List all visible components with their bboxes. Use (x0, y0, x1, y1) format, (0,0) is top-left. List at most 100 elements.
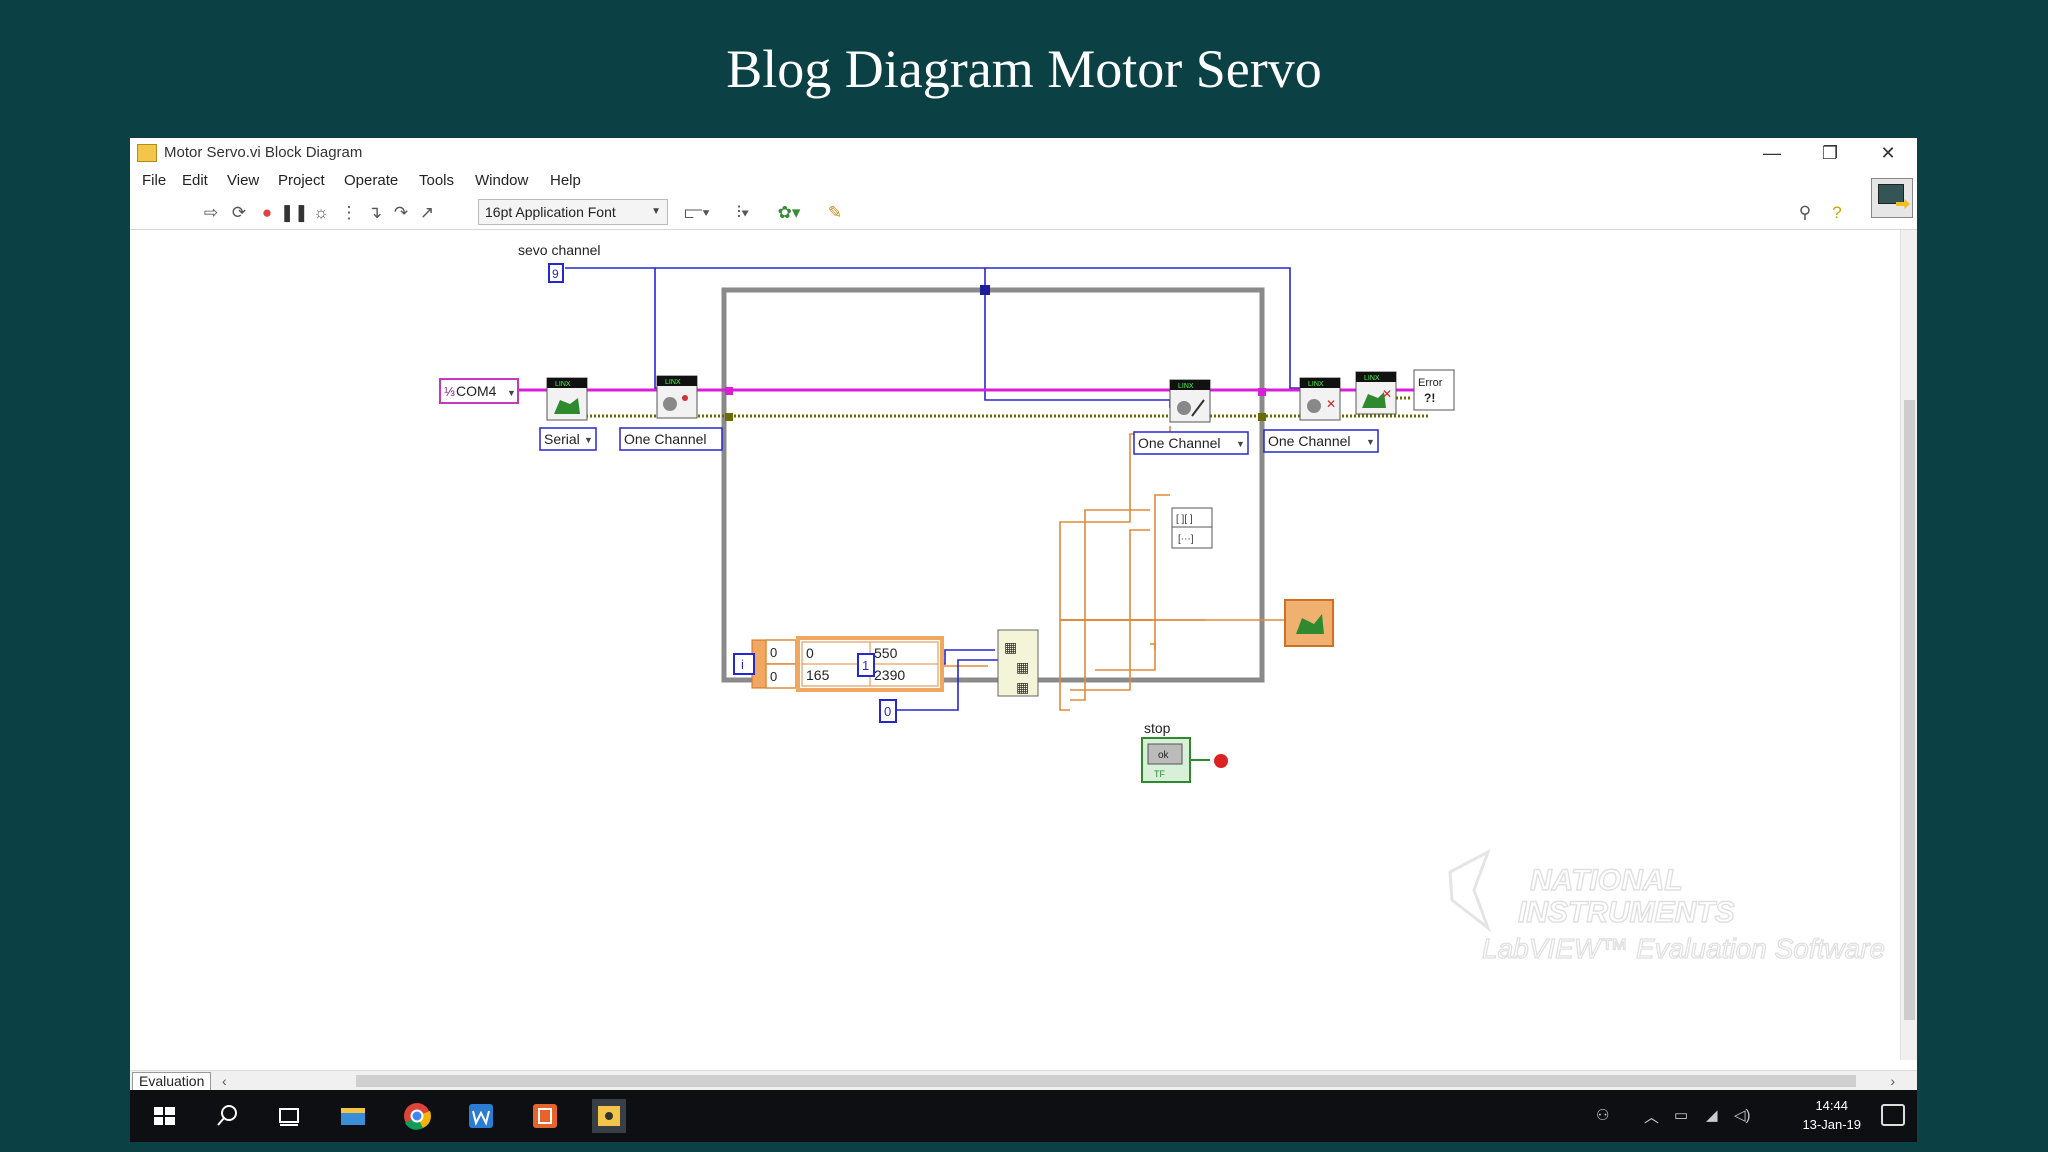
chevron-down-icon: ▼ (1366, 437, 1375, 447)
labview-taskbar-icon[interactable] (592, 1099, 626, 1133)
array-to-indicator-wire (1060, 619, 1310, 621)
search-icon[interactable]: ⚲ (1798, 203, 1812, 222)
block-diagram[interactable]: NATIONAL INSTRUMENTS LabVIEW™ Evaluation… (130, 230, 1900, 1070)
menu-window[interactable]: Window (475, 172, 529, 189)
array-cell-1: 550 (874, 645, 898, 661)
run-continuous-icon[interactable]: ⟳ (231, 203, 247, 222)
linx-servo-write-node[interactable]: LINX (1169, 379, 1211, 423)
index-constant-0-value: 0 (884, 704, 891, 719)
align-icon[interactable]: ⫍▾ (684, 203, 710, 222)
battery-icon[interactable]: ▭ (1674, 1107, 1689, 1124)
evaluation-tab[interactable]: Evaluation (132, 1072, 212, 1090)
array-cell-3: 2390 (874, 667, 905, 683)
reorder-icon[interactable]: ✿▾ (777, 203, 801, 222)
pulse-width-array-constant[interactable]: 0 0 0 550 165 2390 (751, 636, 944, 692)
chevron-up-icon[interactable]: ︿ (1644, 1109, 1660, 1126)
simple-error-handler-node[interactable]: Error ?! (1413, 369, 1455, 411)
menu-edit[interactable]: Edit (182, 172, 208, 189)
bundle-icon: [ ][ ] (1176, 514, 1193, 525)
index-constant-1[interactable] (857, 653, 875, 677)
close-channel-ring[interactable]: One Channel ▼ (1263, 429, 1379, 453)
network-icon[interactable]: ◢ (1706, 1107, 1718, 1124)
menu-view[interactable]: View (227, 172, 260, 189)
windows-start-icon[interactable] (148, 1099, 182, 1133)
servo-channel-constant[interactable] (548, 263, 564, 283)
vertical-scroll-thumb[interactable] (1904, 400, 1915, 1020)
notification-icon[interactable] (1881, 1104, 1905, 1126)
step-over-icon[interactable]: ↷ (393, 203, 409, 222)
cleanup-icon[interactable]: ✎ (827, 203, 843, 222)
close-button[interactable]: ✕ (1880, 143, 1896, 163)
linx-label: LINX (665, 379, 681, 386)
menu-project[interactable]: Project (278, 172, 325, 189)
loop-iteration-terminal: i (733, 653, 755, 675)
horizontal-scroll-thumb[interactable] (356, 1075, 1856, 1087)
linx-label: LINX (1308, 381, 1324, 388)
linx-open-node[interactable]: LINX (546, 377, 588, 421)
linx-servo-close-node[interactable]: LINX ✕ (1299, 377, 1341, 421)
serial-ring-value: Serial (544, 431, 580, 447)
volume-icon[interactable]: ◁) (1734, 1107, 1751, 1124)
linx-close-node[interactable]: LINX ✕ (1355, 371, 1397, 415)
minimize-button[interactable]: — (1763, 143, 1781, 163)
scroll-right-arrow[interactable]: › (1890, 1073, 1895, 1089)
error-handler-glyph: ?! (1424, 391, 1435, 405)
powerpoint-icon[interactable] (528, 1099, 562, 1133)
step-into-icon[interactable]: ↴ (367, 203, 383, 222)
build-array-node[interactable]: [ ][ ] [⋯] (1171, 507, 1213, 549)
while-loop-frame[interactable] (721, 287, 1265, 683)
linx-label: LINX (1364, 375, 1380, 382)
open-channel-ring[interactable]: One Channel (619, 427, 723, 451)
loop-condition-terminal[interactable] (1210, 750, 1232, 772)
stop-label: stop (1144, 720, 1171, 736)
word-icon[interactable] (464, 1099, 498, 1133)
file-explorer-icon[interactable] (336, 1099, 370, 1133)
font-select[interactable]: 16pt Application Font ▼ (478, 199, 668, 225)
search-icon[interactable] (210, 1099, 244, 1133)
chrome-icon[interactable] (400, 1099, 434, 1133)
distribute-icon[interactable]: ⫶▾ (736, 203, 750, 222)
restore-button[interactable]: ❐ (1821, 143, 1839, 163)
index-array-node[interactable]: ▦ ▦ ▦ (997, 629, 1039, 697)
loop-tunnel-error-out (1258, 413, 1266, 421)
menu-help[interactable]: Help (550, 172, 581, 189)
menu-operate[interactable]: Operate (344, 172, 399, 189)
menu-file[interactable]: File (142, 172, 167, 189)
step-out-icon[interactable]: ↗ (419, 203, 435, 222)
people-icon[interactable]: ⚇ (1596, 1107, 1610, 1124)
stop-button-text: ok (1158, 750, 1170, 761)
pulse-width-indicator[interactable] (1284, 599, 1334, 647)
write-channel-ring[interactable]: One Channel ▼ (1133, 431, 1249, 455)
linx-label: LINX (555, 381, 571, 388)
run-arrow-icon[interactable]: ⇨ (203, 203, 219, 222)
scroll-left-arrow[interactable]: ‹ (222, 1073, 227, 1089)
help-icon[interactable]: ? (1832, 203, 1842, 222)
loop-iteration-label: i (741, 657, 744, 672)
pause-icon[interactable]: ❚❚ (280, 203, 309, 222)
highlight-bulb-icon[interactable]: ☼ (313, 203, 329, 222)
font-select-value: 16pt Application Font (485, 204, 616, 220)
stop-button-terminal[interactable]: ok TF (1141, 737, 1191, 783)
com-port-value: COM4 (456, 383, 497, 399)
toolbar: ⇨ ⟳ ● ❚❚ ☼ ⋮ ↴ ↷ ↗ 16pt Application Font… (130, 194, 1917, 230)
linx-servo-open-node[interactable]: LINX (656, 375, 698, 419)
visa-resource-control[interactable]: ⅓ COM4 ▼ (439, 378, 519, 404)
loop-tunnel-visa-in (725, 387, 733, 395)
array-cell-0: 0 (806, 645, 814, 661)
clock-time: 14:44 (1815, 1098, 1848, 1113)
taskbar-clock[interactable]: 14:44 13-Jan-19 (1802, 1096, 1861, 1134)
menu-tools[interactable]: Tools (419, 172, 455, 189)
index-constant-0[interactable] (879, 699, 897, 723)
serial-ring[interactable]: Serial ▼ (539, 427, 597, 451)
context-help-window-button[interactable] (1871, 178, 1913, 218)
watermark-line3: LabVIEW™ Evaluation Software (1482, 933, 1885, 964)
slide-title: Blog Diagram Motor Servo (726, 39, 1322, 99)
status-bar: Evaluation ‹ › (130, 1070, 1917, 1090)
retain-values-icon[interactable]: ⋮ (340, 203, 358, 222)
task-view-icon[interactable] (272, 1099, 306, 1133)
abort-icon[interactable]: ● (261, 203, 273, 222)
stop-tf-text: TF (1154, 769, 1165, 779)
vertical-scrollbar[interactable] (1900, 230, 1917, 1060)
visa-io-icon: ⅓ (444, 384, 455, 399)
array-index-1: 0 (770, 669, 777, 684)
